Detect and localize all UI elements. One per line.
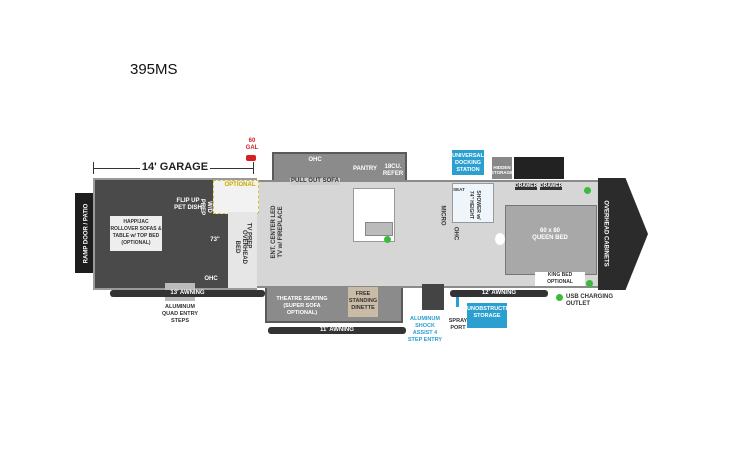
drawer-2: DRAWER bbox=[540, 183, 563, 190]
living-ohc: OHC bbox=[308, 157, 322, 163]
pet-dish: FLIP UP PET DISH bbox=[174, 198, 202, 211]
model-name: 395MS bbox=[130, 61, 178, 78]
shock-assist-entry: ALUMINUM SHOCK ASSIST 4 STEP ENTRY bbox=[407, 316, 443, 343]
queen-bed-label: 60 x 80 QUEEN BED bbox=[532, 228, 568, 241]
overhead-bed bbox=[228, 212, 257, 288]
spray-port: SPRAY PORT bbox=[448, 318, 468, 331]
spray-port-icon bbox=[456, 291, 459, 307]
theatre-seating: THEATRE SEATING (SUPER SOFA OPTIONAL) bbox=[276, 296, 328, 316]
main-entry-steps bbox=[422, 284, 444, 310]
usb-outlet-icon bbox=[586, 280, 593, 287]
free-standing-dinette: FREE STANDING DINETTE bbox=[348, 291, 378, 311]
hidden-storage bbox=[492, 157, 512, 179]
toilet-icon bbox=[495, 233, 505, 245]
usb-outlet-icon bbox=[584, 187, 591, 194]
pull-out-sofa: PULL OUT SOFA bbox=[290, 178, 340, 185]
awning-12: 12' AWNING bbox=[450, 290, 548, 297]
entertainment-center: ENT. CENTER LED TV w/ FIREPLACE bbox=[271, 205, 284, 259]
ramp-door-label: RAMP DOOR / PATIO bbox=[83, 203, 90, 264]
unobstructed-storage-badge: UNOBSTRUCTED STORAGE bbox=[467, 303, 513, 328]
drawer-1: DRAWER bbox=[515, 183, 538, 190]
quad-entry-steps: ALUMINUM QUAD ENTRY STEPS bbox=[161, 304, 199, 324]
garage-height: 73" bbox=[210, 237, 220, 243]
wd-prep: W/D PREP bbox=[199, 198, 212, 216]
hidden-storage-label: HIDDEN STORAGE bbox=[490, 165, 514, 175]
optional-label: OPTIONAL bbox=[224, 182, 256, 188]
awning-11: 11' AWNING bbox=[268, 327, 406, 334]
wardrobe bbox=[514, 157, 564, 179]
fuel-capacity: 60 GAL bbox=[245, 138, 259, 151]
refrigerator: 18CU. REFER bbox=[382, 164, 404, 177]
usb-legend: USB CHARGING OUTLET bbox=[566, 294, 614, 307]
sofa-table-area bbox=[110, 216, 162, 251]
dimension-tick bbox=[93, 162, 94, 174]
fuel-nozzle-icon bbox=[246, 155, 256, 161]
garage-dimension: 14' GARAGE bbox=[140, 161, 210, 174]
sink-icon bbox=[365, 222, 393, 236]
pantry: PANTRY bbox=[353, 166, 377, 172]
king-bed-optional: KING BED OPTIONAL bbox=[535, 272, 585, 286]
garage-ohc: OHC bbox=[204, 276, 218, 282]
dinette bbox=[348, 287, 378, 317]
queen-bed bbox=[505, 205, 597, 275]
micro: MICRO bbox=[439, 205, 446, 226]
bath-ohc: OHC bbox=[452, 226, 459, 241]
optional-area bbox=[213, 180, 259, 214]
usb-outlet-icon bbox=[384, 236, 391, 243]
overhead-cabinets: OVERHEAD CABINETS bbox=[602, 200, 609, 267]
dimension-tick bbox=[253, 162, 254, 174]
usb-legend-icon bbox=[556, 294, 563, 301]
shower bbox=[452, 183, 494, 223]
ramp-door bbox=[75, 193, 97, 273]
tv-prep: TV PREP bbox=[245, 222, 252, 249]
awning-13: 13' AWNING bbox=[110, 290, 265, 297]
shower-label: SHOWER w/ 74" HEIGHT bbox=[468, 190, 481, 220]
docking-station-badge: UNIVERSAL DOCKING STATION bbox=[452, 150, 484, 175]
shower-seat: SEAT bbox=[453, 187, 465, 192]
happijac-sofas: HAPPIJAC ROLLOVER SOFAS & TABLE w/ TOP B… bbox=[110, 219, 162, 246]
